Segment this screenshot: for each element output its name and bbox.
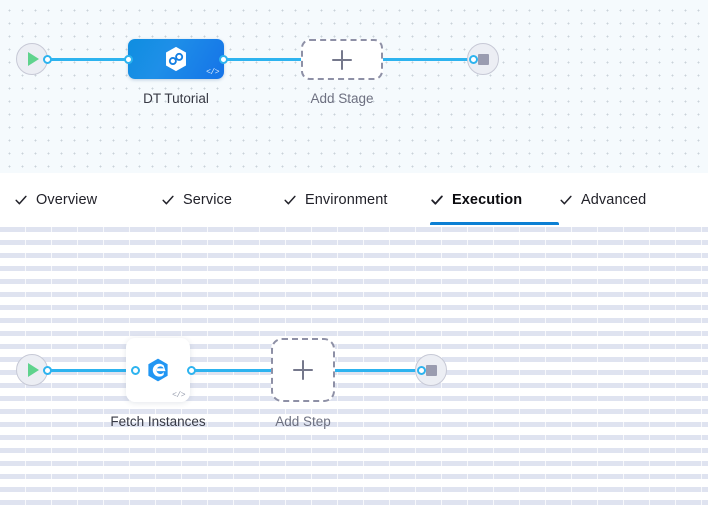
check-icon	[560, 195, 572, 205]
stop-icon	[477, 53, 489, 65]
stage-node-dt-tutorial[interactable]: </>	[128, 39, 224, 79]
tab-environment[interactable]: Environment	[283, 175, 430, 225]
port-stage-input[interactable]	[124, 55, 133, 64]
tab-underline-active	[430, 222, 559, 225]
tab-underline	[161, 222, 283, 225]
execution-start-node[interactable]	[16, 354, 48, 386]
tab-environment-label: Environment	[305, 191, 388, 208]
connector-start-to-step	[46, 369, 134, 372]
play-icon	[28, 363, 39, 377]
tab-advanced[interactable]: Advanced	[559, 175, 689, 225]
connector-addstage-to-end	[380, 58, 472, 61]
check-icon	[15, 195, 27, 205]
tab-execution[interactable]: Execution	[430, 175, 559, 225]
check-icon	[431, 195, 443, 205]
code-badge-icon: </>	[206, 68, 219, 77]
tab-service[interactable]: Service	[161, 175, 283, 225]
tab-execution-label: Execution	[452, 191, 523, 208]
play-icon	[28, 52, 39, 66]
port-start-output[interactable]	[43, 55, 52, 64]
pipeline-start-node[interactable]	[16, 43, 48, 75]
check-icon	[162, 195, 174, 205]
port-stage-output[interactable]	[219, 55, 228, 64]
tab-overview-label: Overview	[36, 191, 98, 208]
stop-icon	[425, 364, 437, 376]
port-exec-end-input[interactable]	[417, 366, 426, 375]
tab-advanced-label: Advanced	[581, 191, 647, 208]
tab-underline	[283, 222, 430, 225]
plus-icon	[293, 360, 313, 380]
stage-graph-canvas[interactable]: </> DT Tutorial Add Stage	[0, 0, 708, 173]
check-icon	[284, 195, 296, 205]
plus-icon	[332, 49, 352, 70]
connector-addstep-to-end	[334, 369, 420, 372]
tab-underline	[14, 222, 161, 225]
connector-stage-to-addstage	[222, 58, 304, 61]
port-step-output[interactable]	[187, 366, 196, 375]
port-end-input[interactable]	[469, 55, 478, 64]
tab-service-label: Service	[183, 191, 233, 208]
shell-script-hexagon-icon	[148, 358, 168, 382]
stage-config-tabs: Overview Service Environment Execution	[0, 173, 708, 225]
tab-overview[interactable]: Overview	[14, 175, 161, 225]
connector-start-to-stage	[46, 58, 132, 61]
harness-hexagon-icon	[166, 46, 186, 72]
add-step-label: Add Step	[275, 414, 331, 429]
connector-step-to-addstep	[190, 369, 274, 372]
add-stage-label: Add Stage	[310, 91, 374, 106]
tab-underline	[559, 222, 689, 225]
port-step-input[interactable]	[131, 366, 140, 375]
add-stage-button[interactable]	[301, 39, 383, 80]
step-node-fetch-instances[interactable]: </>	[126, 338, 190, 402]
port-exec-start-output[interactable]	[43, 366, 52, 375]
step-node-label: Fetch Instances	[110, 414, 206, 429]
add-step-button[interactable]	[271, 338, 335, 402]
code-badge-icon: </>	[172, 391, 185, 400]
execution-graph-canvas[interactable]: </> Fetch Instances Add Step	[0, 225, 708, 511]
stage-node-label: DT Tutorial	[143, 91, 209, 106]
